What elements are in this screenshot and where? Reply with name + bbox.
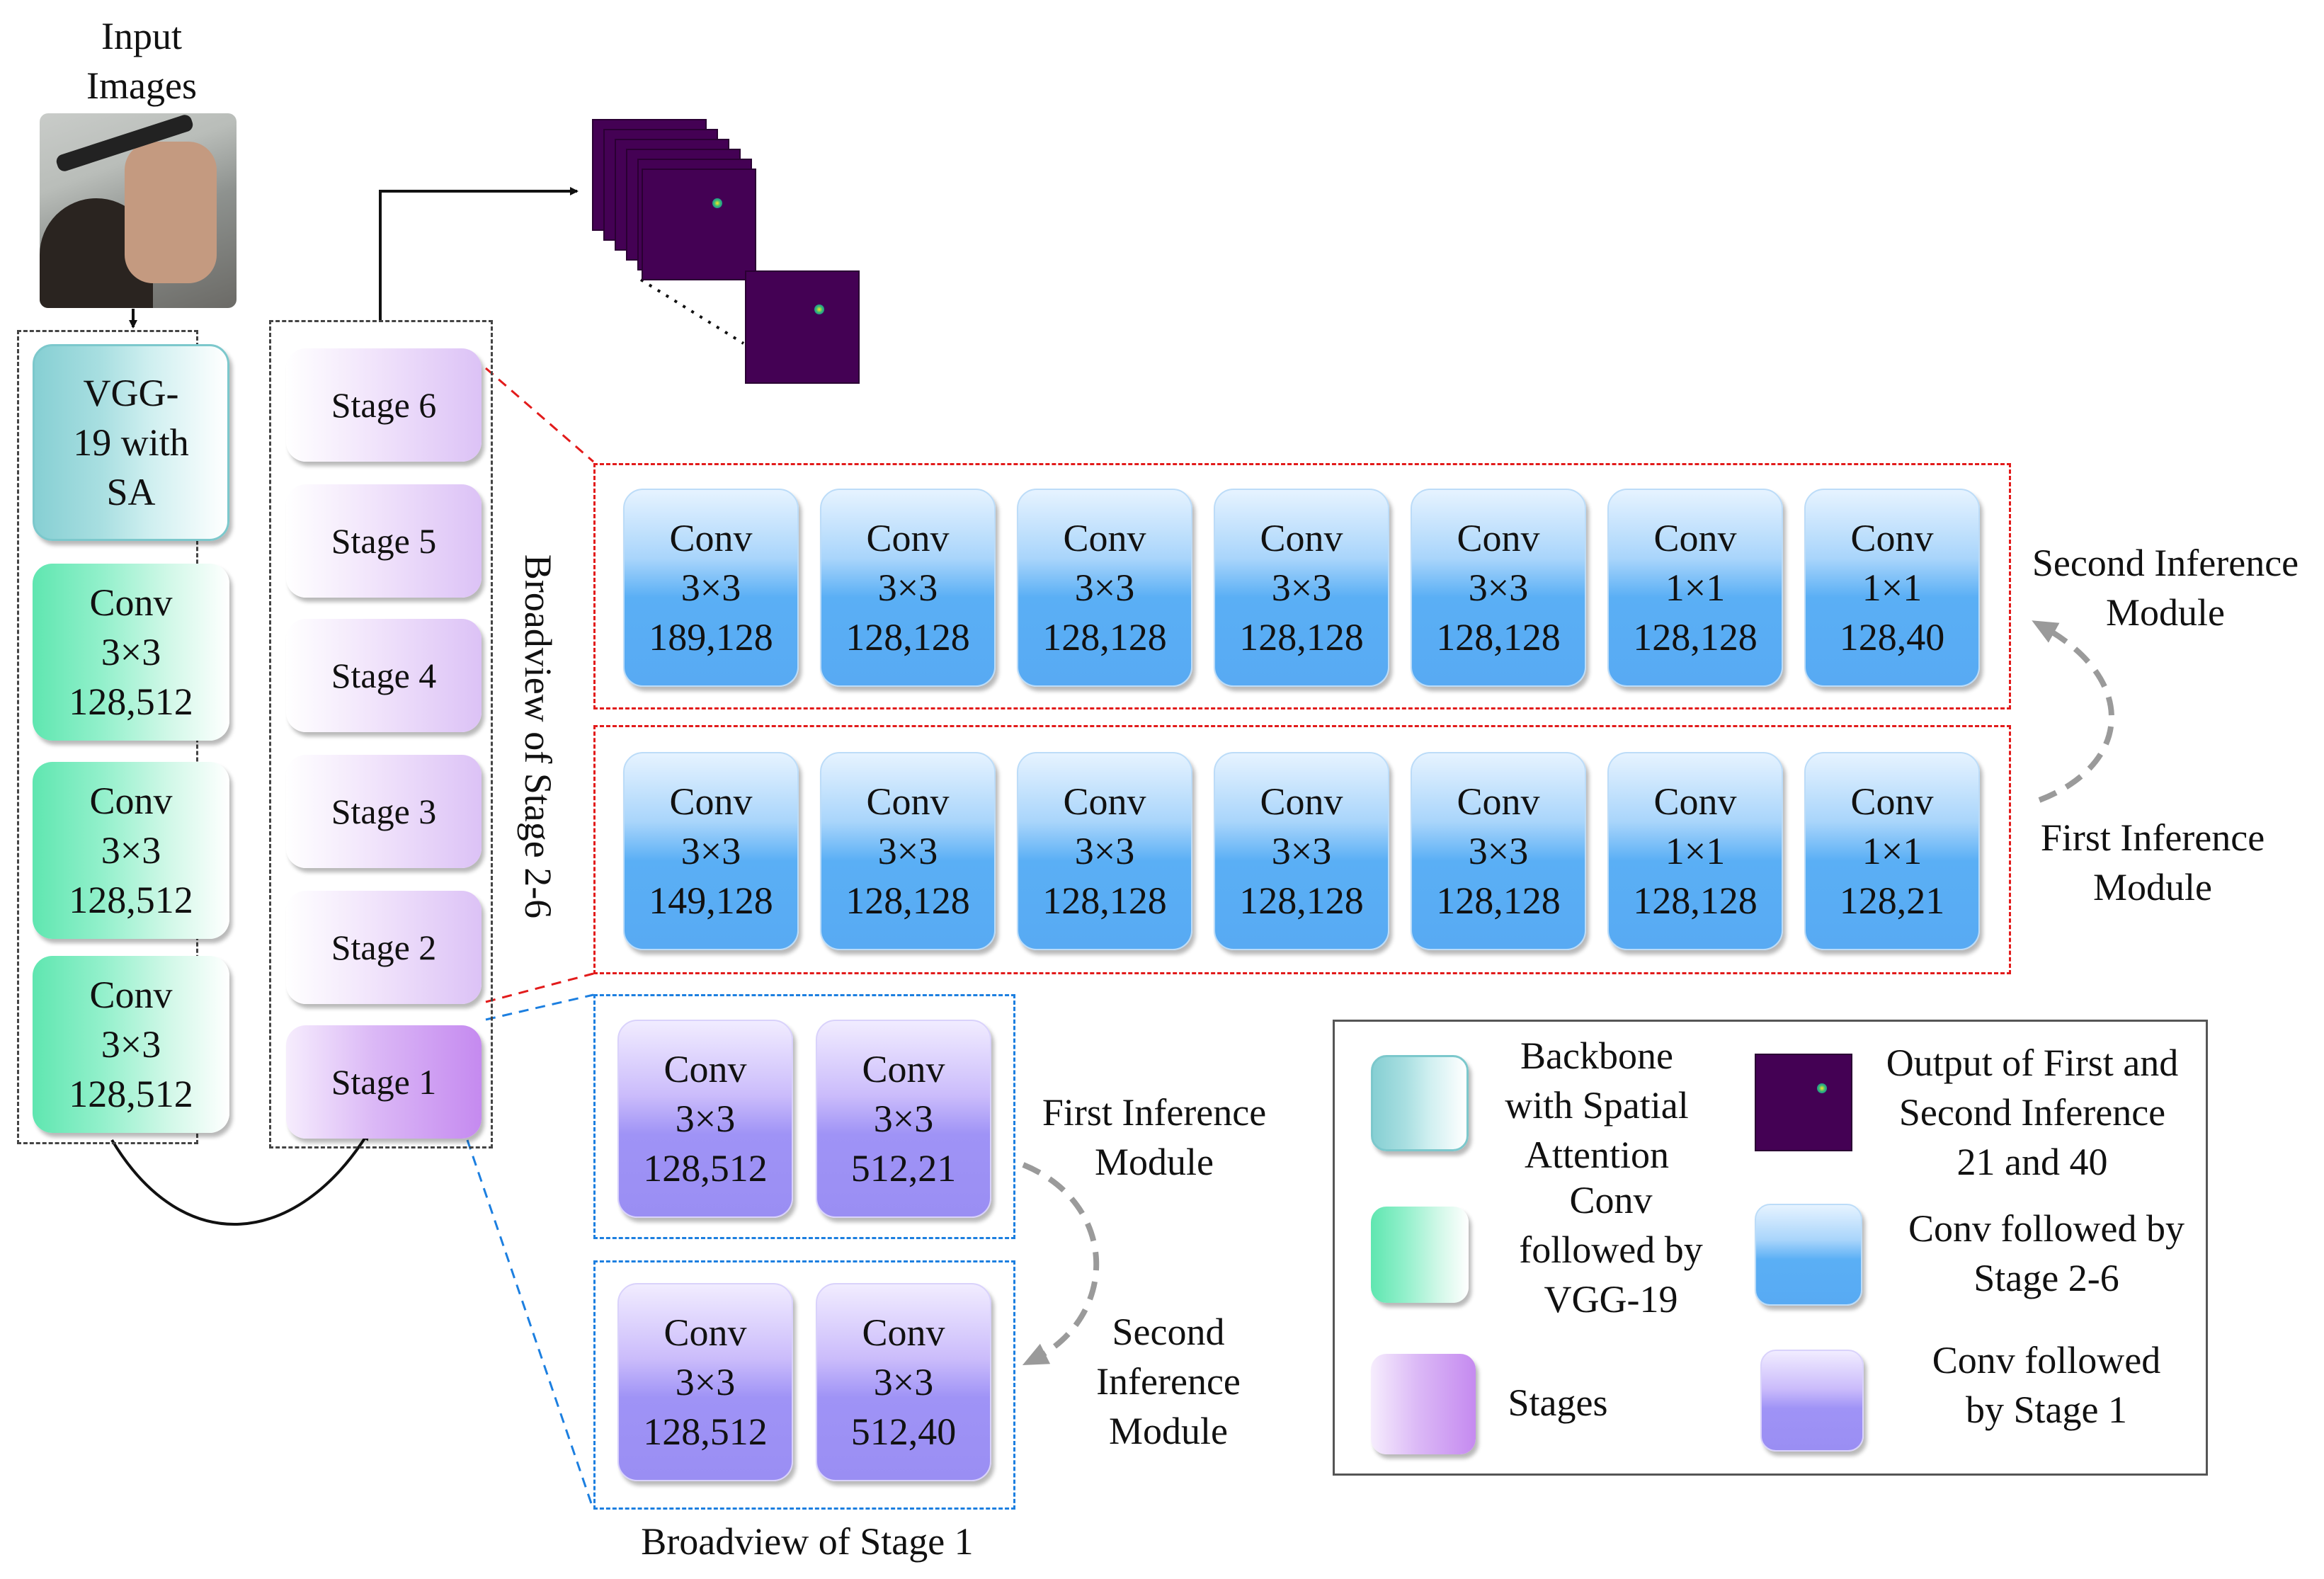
backbone-conv-block: Conv 3×3 128,512 [33,564,229,741]
first-inference-conv-block: Conv 3×3 128,128 [820,752,996,950]
first-inference-conv-block: Conv 3×3 149,128 [623,752,799,950]
legend-conv-vgg-text: Conv followed by VGG-19 [1519,1179,1703,1321]
broadview-stage-2-6-label: Broadview of Stage 2-6 [517,554,559,919]
heatmap-front [642,169,756,280]
stage-6-block: Stage 6 [286,348,482,462]
stages-container [269,320,493,1148]
heatmap-single [745,270,860,384]
legend-conv-stage1-swatch [1760,1350,1864,1452]
second-inference-conv-block: Conv 3×3 128,128 [1017,489,1192,687]
second-inference-conv-block: Conv 3×3 128,128 [820,489,996,687]
stage-4-block: Stage 4 [286,619,482,732]
stage1-second-conv-block: Conv 3×3 512,40 [816,1283,991,1481]
blue-zoom-top [485,993,594,1021]
stage1-second-inference-label: Second Inference Module [1096,1311,1241,1452]
first-inference-container [593,725,2011,974]
stage1-first-inference-label: First Inference Module [1042,1091,1267,1183]
keypoint-dot [712,198,722,208]
first-inference-conv-block: Conv 3×3 128,128 [1214,752,1389,950]
stage-3-block: Stage 3 [286,755,482,868]
first-inference-conv-block: Conv 1×1 128,128 [1607,752,1783,950]
second-inference-conv-block: Conv 1×1 128,128 [1607,489,1783,687]
legend-stages-swatch [1371,1354,1476,1454]
first-inference-conv-block: Conv 3×3 128,128 [1017,752,1192,950]
second-inference-conv-block: Conv 3×3 128,128 [1411,489,1586,687]
legend-conv-stage26-text: Conv followed by Stage 2-6 [1908,1207,2185,1299]
backbone-to-stage1-arrow [110,1131,370,1226]
stage-5-block: Stage 5 [286,484,482,598]
second-inference-container [593,463,2011,709]
output-dotted-link [639,278,745,345]
stage-1-block: Stage 1 [286,1025,482,1139]
second-inference-label: Second Inference Module [2032,542,2299,634]
stage6-to-output-arrow [379,187,579,320]
legend-output-swatch [1755,1054,1852,1151]
broadview-stage-1-label: Broadview of Stage 1 [641,1520,974,1563]
red-zoom-bottom [485,972,594,1003]
legend-conv-stage1-text: Conv followed by Stage 1 [1932,1339,2161,1431]
stage1-gray-arrow [1022,1162,1100,1366]
red-zoom-top [485,367,594,463]
legend-backbone-text: Backbone with Spatial Attention [1505,1034,1689,1176]
stage1-first-conv-block: Conv 3×3 512,21 [816,1020,991,1218]
blue-zoom-bottom [466,1139,595,1510]
second-inference-conv-block: Conv 3×3 189,128 [623,489,799,687]
stage-2-block: Stage 2 [286,891,482,1004]
backbone-conv-block: Conv 3×3 128,512 [33,956,229,1133]
input-images-label: Input Images [86,15,197,107]
vgg19-sa-block: VGG- 19 with SA [33,344,229,541]
stage1-first-inference-container [593,994,1015,1239]
legend-backbone-swatch [1371,1055,1469,1151]
keypoint-dot [814,304,824,314]
keypoint-dot [1817,1083,1827,1093]
legend-conv-vgg-swatch [1371,1207,1469,1303]
first-inference-conv-block: Conv 3×3 128,128 [1411,752,1586,950]
backbone-conv-block: Conv 3×3 128,512 [33,762,229,939]
stage1-first-conv-block: Conv 3×3 128,512 [617,1020,793,1218]
input-image [40,113,237,308]
stage1-second-conv-block: Conv 3×3 128,512 [617,1283,793,1481]
first-inference-conv-block: Conv 1×1 128,21 [1804,752,1980,950]
legend-box [1333,1020,2208,1476]
stage1-second-inference-container [593,1260,1015,1510]
second-inference-conv-block: Conv 1×1 128,40 [1804,489,1980,687]
legend-stages-text: Stages [1508,1381,1608,1424]
legend-output-text: Output of First and Second Inference 21 … [1886,1042,2179,1183]
legend-conv-stage26-swatch [1755,1204,1862,1306]
first-inference-label: First Inference Module [2040,816,2265,908]
right-gray-arrow [2032,620,2114,803]
second-inference-conv-block: Conv 3×3 128,128 [1214,489,1389,687]
